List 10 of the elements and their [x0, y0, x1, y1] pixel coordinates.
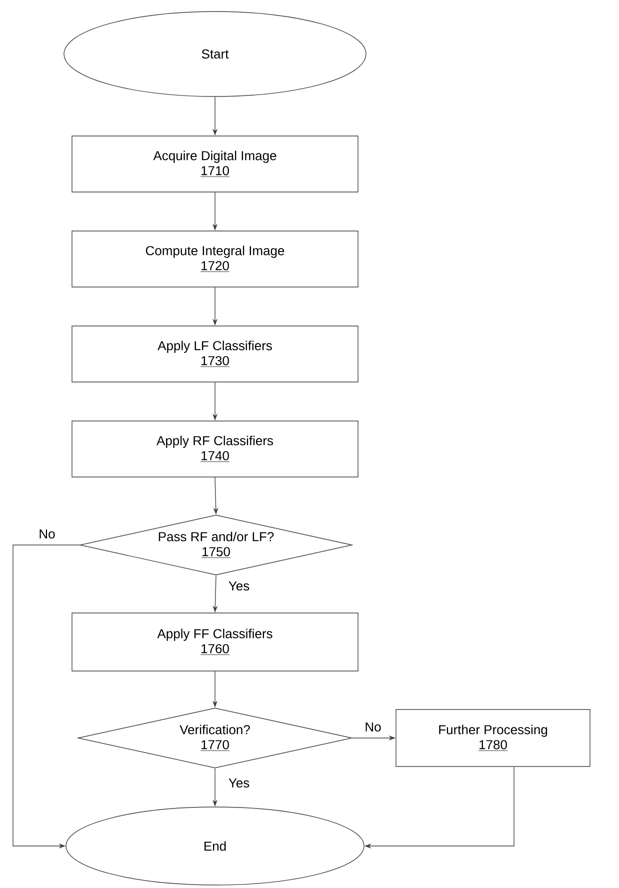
process-box: Acquire Digital Image 1710 — [72, 136, 358, 192]
process-box: Apply RF Classifiers 1740 — [72, 420, 358, 478]
process-box: Apply FF Classifiers 1760 — [72, 612, 358, 672]
edge-label: No — [364, 721, 382, 733]
process-box: Further Processing 1780 — [396, 709, 590, 767]
process-box: Compute Integral Image 1720 — [72, 230, 358, 288]
edge-label: Yes — [227, 777, 251, 789]
edge-label: No — [38, 528, 56, 540]
edge-label: Yes — [227, 580, 251, 592]
process-box: Apply LF Classifiers 1730 — [72, 326, 358, 382]
